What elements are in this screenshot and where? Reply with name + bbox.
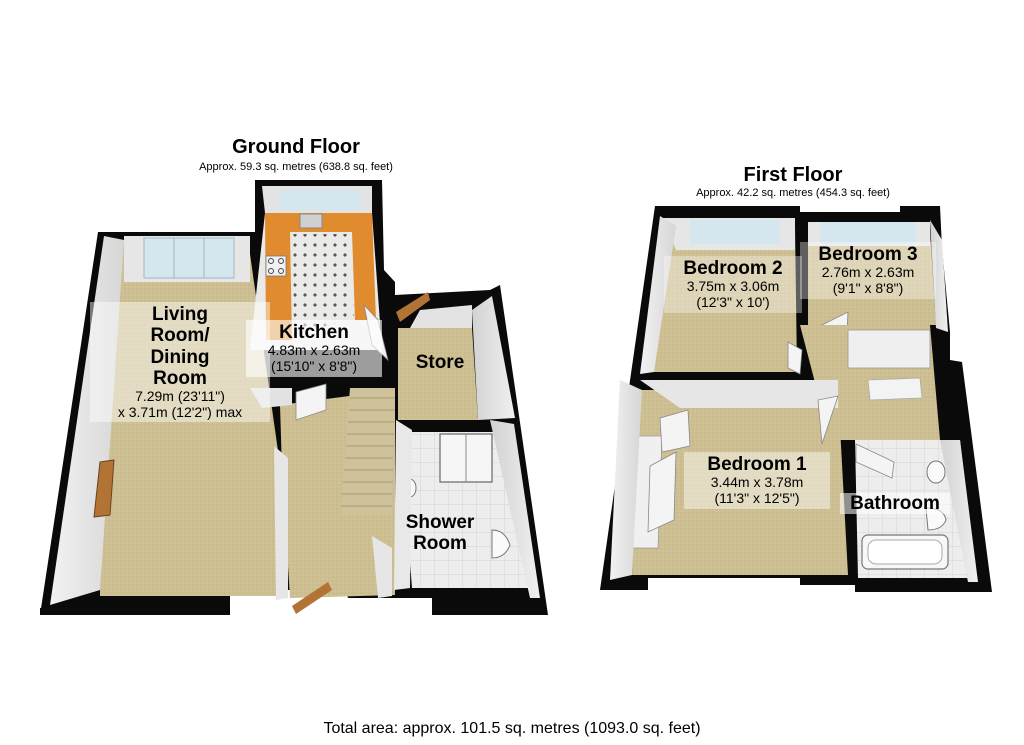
room-label-kitchen: Kitchen 4.83m x 2.63m (15'10" x 8'8") [246,320,382,377]
store-floor [398,328,478,420]
room-label-bedroom-1: Bedroom 1 3.44m x 3.78m (11'3" x 12'5") [684,452,830,509]
total-area: Total area: approx. 101.5 sq. metres (10… [323,720,701,737]
room-label-store: Store [402,352,478,373]
room-name: Bedroom 2 [683,258,783,279]
room-label-bathroom: Bathroom [840,493,950,515]
first-floor-title: First Floor [743,164,843,186]
room-label-shower: Shower Room [398,512,482,555]
room-name: Dining [150,346,210,368]
bedroom-3-floor [808,230,936,325]
bathroom-door [855,443,895,479]
room-dimension-metric: 7.29m (23'11") [135,388,225,405]
room-label-bedroom-2: Bedroom 2 3.75m x 3.06m (12'3" x 10') [664,256,802,313]
living-room-floor [100,240,280,596]
front-door [292,582,332,614]
living-hall-partition [274,446,288,600]
room-name: Living [152,304,208,325]
living-room-left-wall [50,236,124,605]
bedroom-2-window [690,220,780,244]
living-room-front-wall [40,600,230,615]
room-name: Bedroom 3 [818,244,918,265]
room-dimension-metric: 3.44m x 3.78m [710,474,804,491]
kitchen-window [280,190,360,210]
landing-rail [867,377,923,401]
hall-door [295,383,327,421]
room-dimension-metric: 2.76m x 2.63m [821,264,915,281]
room-name: Bathroom [850,493,940,514]
first-floor-area: Approx. 42.2 sq. metres (454.3 sq. feet) [696,187,890,199]
store-right-wall [472,296,515,420]
ground-floor-area: Approx. 59.3 sq. metres (638.8 sq. feet) [199,161,393,173]
room-name: Room/ [150,325,210,347]
room-dimension-imperial: (12'3" x 10') [696,293,770,310]
room-dimension-metric: 4.83m x 2.63m [267,342,361,359]
bedroom-3-window [820,222,916,244]
room-label-bedroom-3: Bedroom 3 2.76m x 2.63m (9'1" x 8'8") [800,242,936,299]
bedroom-2-left-wall [640,216,676,374]
bathroom-toilet [926,460,946,484]
room-dimension-metric: 3.75m x 3.06m [686,278,780,295]
room-name: Room [413,533,467,555]
room-name: Store [415,352,465,373]
room-name: Bedroom 1 [707,454,807,475]
bedroom-1-door [659,409,691,453]
room-name: Kitchen [279,322,349,343]
shower-basin [491,529,511,559]
fireplace [93,459,115,518]
room-name: Room [153,367,207,389]
patio-door [143,237,235,279]
ground-floor-plan [40,180,548,615]
bedroom-1-wardrobe-door [647,451,677,533]
room-dimension-imperial: x 3.71m (12'2") max [117,403,243,420]
room-dimension-imperial: (11'3" x 12'5") [714,489,800,506]
room-label-living: Living Room/ Dining Room 7.29m (23'11") … [90,302,270,423]
kitchen-hob [265,255,287,277]
store-door [396,292,430,322]
room-name: Shower [405,512,475,533]
room-dimension-imperial: (9'1" x 8'8") [832,279,904,296]
shower-room-right-wall [490,420,540,598]
bedroom-2-floor [650,226,797,372]
staircase [340,388,395,515]
ground-floor-title: Ground Floor [232,136,360,158]
landing-cupboard [847,329,931,369]
kitchen-sink [299,213,323,229]
room-dimension-imperial: (15'10" x 8'8") [270,357,358,374]
